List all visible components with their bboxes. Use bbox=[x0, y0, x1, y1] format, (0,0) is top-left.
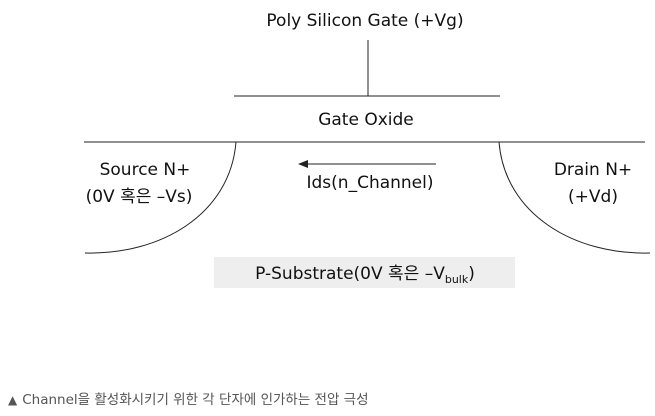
source-voltage-label: (0V 혹은 –Vs) bbox=[86, 187, 193, 207]
caption-text: Channel을 활성화시키기 위한 각 단자에 인가하는 전압 극성 bbox=[22, 392, 369, 408]
substrate-box bbox=[214, 257, 515, 288]
drain-voltage-label: (+Vd) bbox=[568, 187, 618, 207]
source-region-boundary bbox=[84, 141, 237, 254]
triangle-up-icon: ▲ bbox=[8, 393, 18, 407]
substrate-label: P-Substrate(0V 혹은 –Vbulk) bbox=[255, 264, 475, 286]
substrate-subscript: bulk bbox=[445, 273, 469, 286]
drain-region-boundary bbox=[498, 141, 651, 254]
gate-label: Poly Silicon Gate (+Vg) bbox=[266, 11, 463, 31]
mosfet-bias-diagram: Poly Silicon Gate (+Vg) Gate Oxide Sourc… bbox=[84, 11, 651, 288]
channel-current-label: Ids(n_Channel) bbox=[307, 173, 434, 193]
drain-label: Drain N+ bbox=[554, 160, 632, 180]
figure-caption: ▲ Channel을 활성화시키기 위한 각 단자에 인가하는 전압 극성 bbox=[8, 388, 369, 408]
gate-oxide-label: Gate Oxide bbox=[318, 110, 414, 130]
arrow-head-icon bbox=[298, 160, 308, 168]
source-label: Source N+ bbox=[100, 160, 191, 180]
